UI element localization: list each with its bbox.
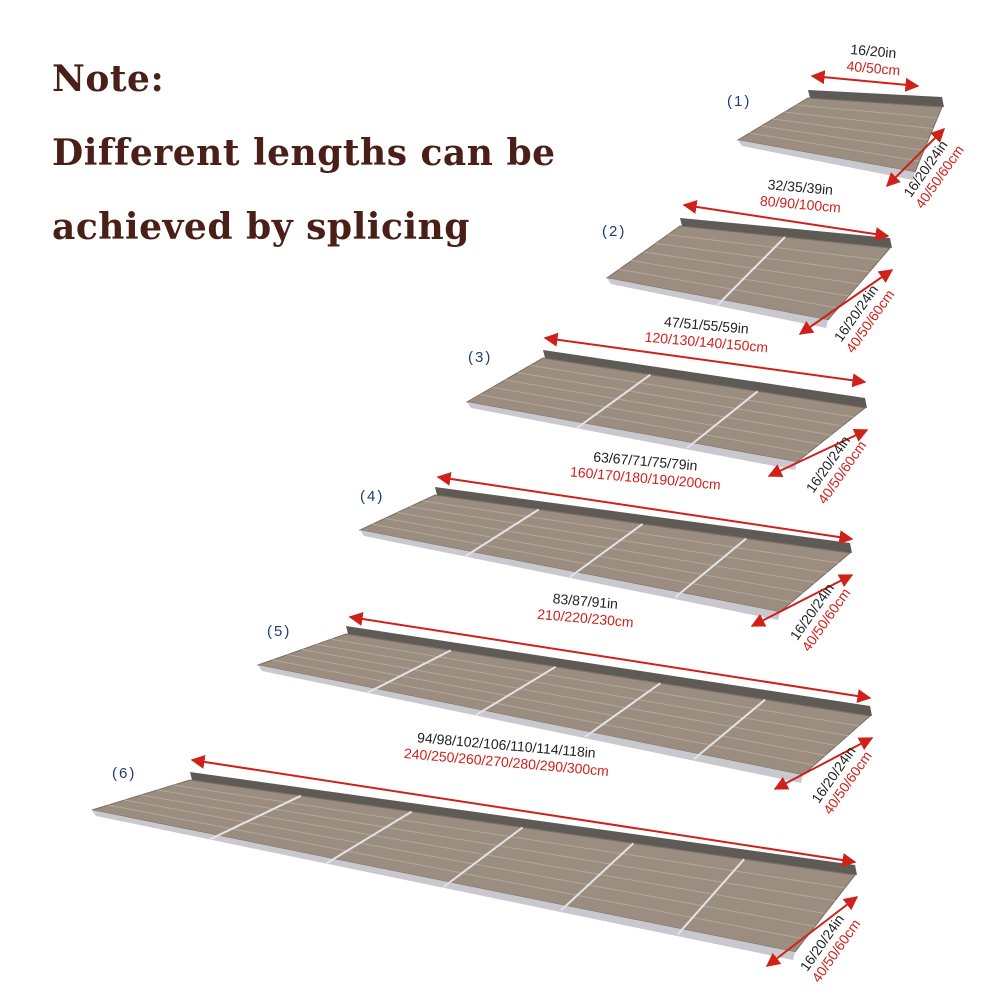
depth-arrow bbox=[765, 896, 859, 967]
splice-seam bbox=[686, 390, 759, 449]
config-number: (2) bbox=[602, 223, 626, 240]
length-inches: 16/20in bbox=[850, 41, 897, 61]
length-centimeters: 40/50cm bbox=[846, 58, 901, 79]
config-number: (3) bbox=[468, 349, 492, 366]
note-line-2: achieved by splicing bbox=[52, 206, 470, 248]
panel-rib bbox=[655, 242, 870, 273]
panel-rib bbox=[504, 379, 832, 436]
length-centimeters: 80/90/100cm bbox=[759, 193, 841, 216]
length-inches: 32/35/39in bbox=[767, 176, 834, 198]
front-edge bbox=[738, 140, 915, 180]
splice-seam bbox=[693, 698, 766, 760]
length-arrow bbox=[543, 332, 867, 388]
length-centimeters: 210/220/230cm bbox=[537, 606, 635, 630]
awning-row-6: (6)94/98/102/106/110/114/118in240/250/26… bbox=[91, 729, 863, 985]
depth-arrow bbox=[798, 269, 894, 335]
back-flange bbox=[808, 90, 944, 107]
config-number: (6) bbox=[112, 765, 136, 782]
panel-rib bbox=[796, 104, 938, 119]
length-arrow bbox=[682, 199, 890, 242]
panel-rib bbox=[784, 111, 934, 130]
length-arrow bbox=[348, 612, 872, 703]
splice-seam bbox=[716, 236, 786, 306]
splice-seam bbox=[674, 537, 747, 599]
panel-surface bbox=[91, 779, 856, 953]
panel-rib bbox=[492, 386, 820, 445]
front-edge bbox=[467, 402, 797, 470]
length-arrow bbox=[436, 471, 854, 545]
length-inches: 83/87/91in bbox=[552, 590, 619, 612]
length-arrow bbox=[810, 70, 920, 92]
config-number: (5) bbox=[267, 623, 291, 640]
config-number: (4) bbox=[360, 488, 384, 505]
length-arrow bbox=[190, 754, 857, 868]
depth-arrow bbox=[767, 429, 869, 477]
config-number: (1) bbox=[727, 93, 751, 110]
note-title: Note: bbox=[52, 58, 165, 100]
length-inches: 47/51/55/59in bbox=[663, 313, 749, 336]
front-edge bbox=[607, 278, 828, 328]
panel-rib bbox=[479, 394, 809, 454]
awning-row-5: (5)83/87/91in210/220/230cm16/20/24in40/5… bbox=[256, 590, 875, 817]
splice-seam bbox=[677, 858, 745, 935]
note-line-1: Different lengths can be bbox=[52, 132, 556, 174]
depth-arrow bbox=[886, 128, 945, 187]
